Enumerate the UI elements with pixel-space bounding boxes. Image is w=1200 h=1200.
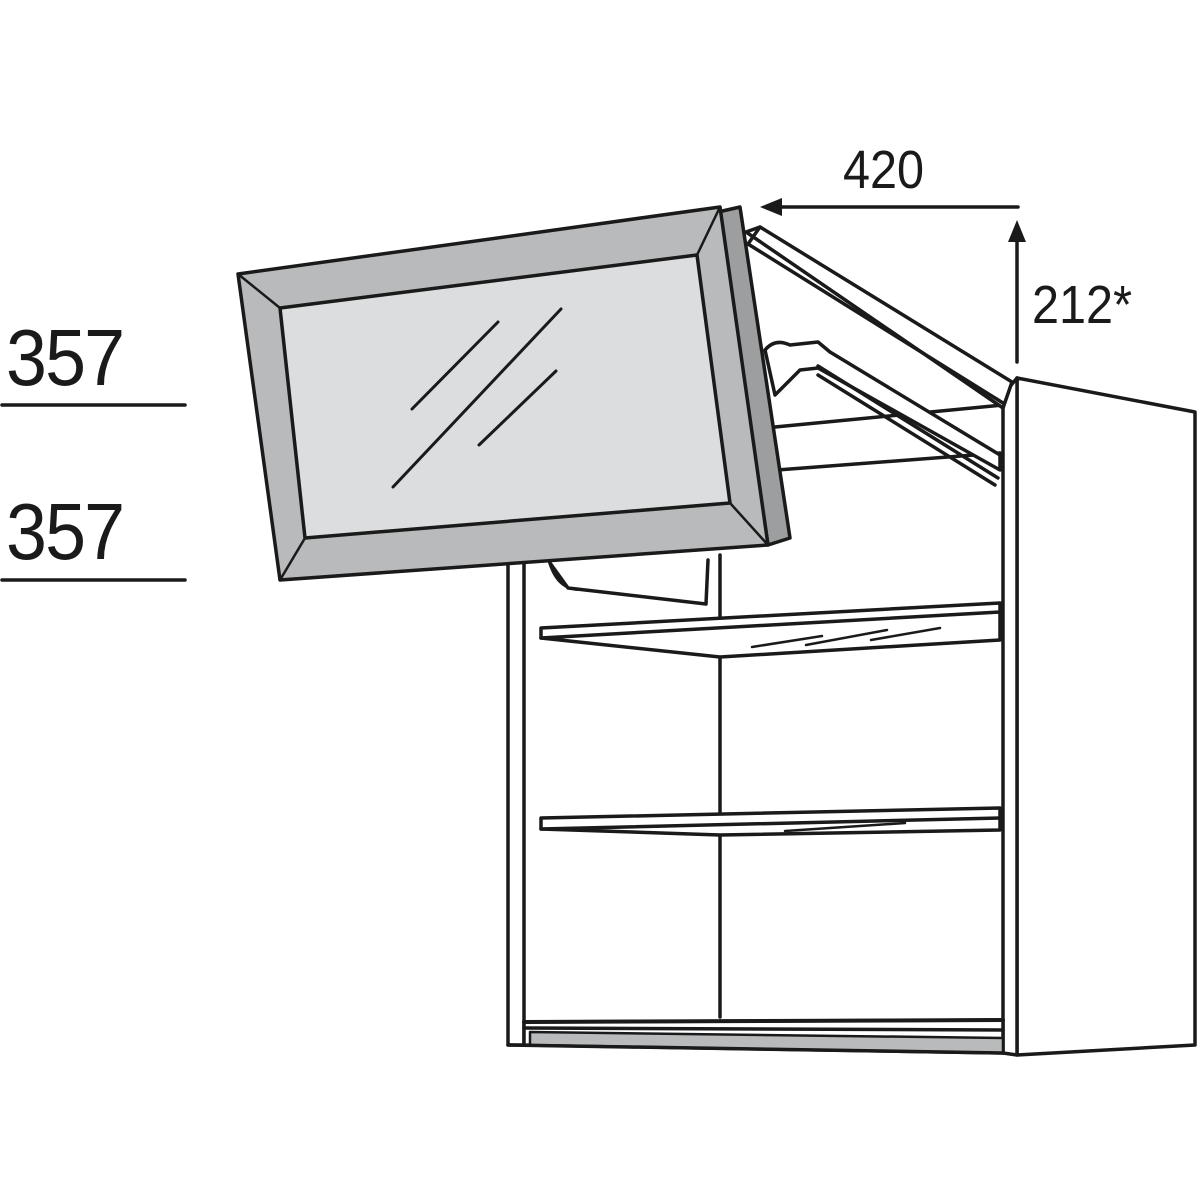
cabinet-top-back-line [773,403,1005,429]
cabinet-left-side-edge [506,558,526,1047]
lift-mechanism-lower-arm [763,340,1002,487]
dimension-arrow-212 [1008,220,1026,364]
glass-reflection-lines [391,307,563,489]
cabinet-bottom [506,1018,1005,1055]
lower-hinge [548,558,710,606]
upper-shelf [539,601,1002,659]
dimension-arrow-420 [760,198,1020,216]
glass-panel [278,253,732,540]
lift-mechanism-upper-arm [744,225,1014,410]
dimension-label-212: 212* [1032,275,1133,335]
cabinet-side-panel [1015,376,1197,1057]
lower-shelf [539,806,1002,837]
dimension-label-lower-357: 357 [6,487,125,576]
dimension-label-420: 420 [843,140,925,200]
cabinet-side-front-edge [1001,376,1019,1057]
dimension-label-upper-357: 357 [6,313,125,402]
